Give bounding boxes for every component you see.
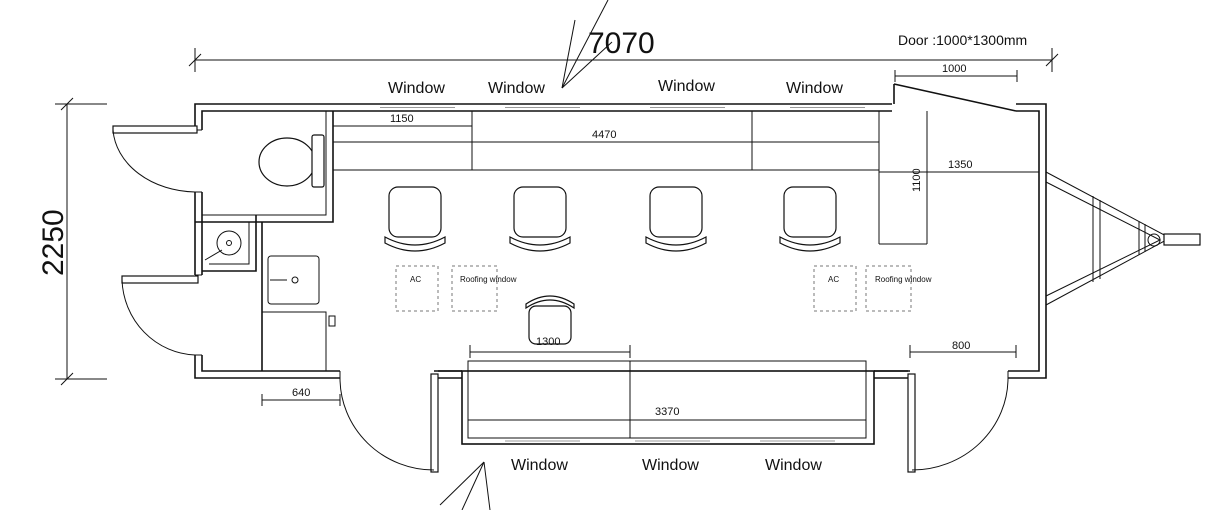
door-640-dimension: 640 xyxy=(261,387,341,406)
window-label-bottom-3: Window xyxy=(765,457,822,474)
desk-1300-text: 1300 xyxy=(536,336,560,348)
overall-width-text: 2250 xyxy=(37,209,70,276)
zone-1100-text: 1100 xyxy=(911,168,923,192)
hand-sink-icon xyxy=(216,230,242,256)
bottom-counter: 3370 xyxy=(461,360,875,445)
roof-window-label-left: Roofing window xyxy=(460,275,517,284)
counter-3370-text: 3370 xyxy=(655,406,679,418)
hitch-coupler-icon xyxy=(1147,233,1161,247)
window-label-top-1: Window xyxy=(388,80,445,97)
door-640-text: 640 xyxy=(292,387,310,399)
window-leader-lines-top xyxy=(561,0,613,89)
chair-5 xyxy=(525,295,575,345)
window-label-bottom-2: Window xyxy=(642,457,699,474)
bathroom-block xyxy=(190,111,336,371)
top-door-dimension: 1000 xyxy=(894,63,1018,82)
counter-4470-text: 4470 xyxy=(592,129,616,141)
chairs xyxy=(384,186,841,345)
ac-label-right: AC xyxy=(828,275,839,284)
door-800-text: 800 xyxy=(952,340,970,352)
zone-1350-text: 1350 xyxy=(948,159,972,171)
chair-2 xyxy=(509,186,571,252)
toilet-icon xyxy=(258,137,316,187)
top-counter: 1150 4470 xyxy=(332,110,880,171)
left-doors xyxy=(112,125,199,356)
tow-hitch xyxy=(1045,171,1201,306)
counter-1150-text: 1150 xyxy=(390,113,414,125)
ceiling-fixtures: AC Roofing window AC Roofing window xyxy=(395,265,932,312)
bottom-right-door: 800 xyxy=(874,340,1017,473)
top-windows: Window Window Window Window xyxy=(380,78,865,108)
bottom-windows: Window Window Window xyxy=(505,440,835,474)
chair-1 xyxy=(384,186,446,252)
chair-4 xyxy=(779,186,841,252)
top-right-door xyxy=(893,83,1017,112)
ac-label-left: AC xyxy=(410,275,421,284)
bottom-left-door xyxy=(339,366,462,473)
top-door-width-text: 1000 xyxy=(942,63,966,75)
window-label-top-4: Window xyxy=(786,80,843,97)
window-label-top-2: Window xyxy=(488,80,545,97)
kitchen-sink-icon xyxy=(291,276,299,284)
roof-window-label-right: Roofing window xyxy=(875,275,932,284)
right-zone: 1350 1100 xyxy=(878,111,1039,245)
desk-1300-dimension: 1300 xyxy=(469,336,631,358)
window-label-top-3: Window xyxy=(658,78,715,95)
window-leader-lines-bottom xyxy=(439,461,491,510)
door-size-note: Door :1000*1300mm xyxy=(898,32,1027,48)
overall-width-dimension: 2250 xyxy=(37,97,107,386)
window-label-bottom-1: Window xyxy=(511,457,568,474)
chair-3 xyxy=(645,186,707,252)
